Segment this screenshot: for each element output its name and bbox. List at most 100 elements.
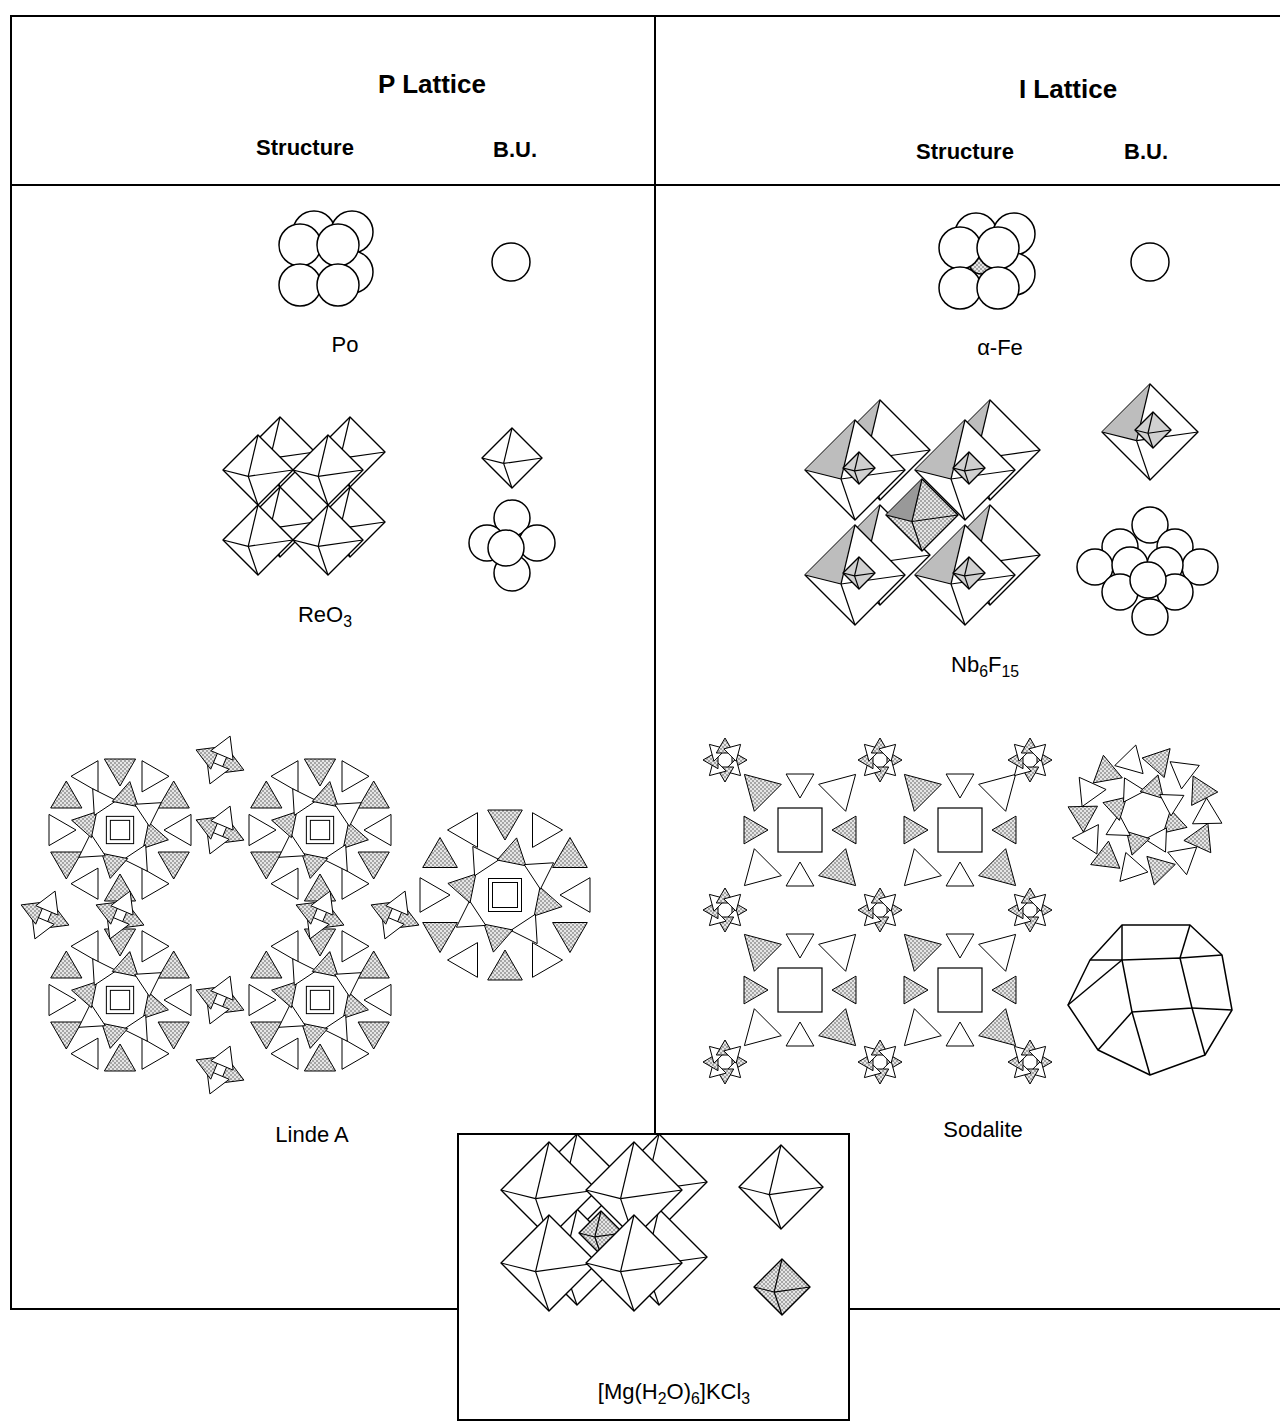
tetrahedron <box>304 759 335 786</box>
octahedron-edge <box>953 573 965 576</box>
tetrahedron <box>71 868 98 899</box>
tetrahedron <box>358 1022 389 1049</box>
tetrahedron <box>456 901 485 927</box>
octahedron-edge <box>843 573 855 576</box>
tetrahedron <box>1029 1046 1046 1063</box>
tetrahedron <box>51 781 82 808</box>
tetrahedron <box>819 774 856 811</box>
small-octahedron-unit <box>754 1259 810 1315</box>
square-ring <box>938 968 982 1012</box>
octahedron <box>805 525 905 625</box>
octahedron-edge <box>951 584 965 625</box>
tetrahedron <box>946 934 974 958</box>
reo3-octahedron-unit <box>482 428 542 488</box>
tetrahedron <box>1029 894 1046 911</box>
octahedron-edge <box>912 479 922 521</box>
tetrahedron <box>272 812 297 838</box>
octahedron-edge <box>248 505 258 546</box>
octahedron-edge <box>536 1142 549 1199</box>
tetrahedron <box>1192 776 1218 805</box>
tetrahedron <box>251 951 282 978</box>
tetrahedron <box>488 950 523 980</box>
tetrahedron <box>724 744 741 761</box>
octahedron-edge <box>965 471 969 484</box>
tetrahedron <box>553 923 588 953</box>
tetrahedron <box>279 834 306 858</box>
tetrahedron <box>343 822 368 848</box>
tetrahedron <box>142 761 169 792</box>
octahedron-edge <box>501 1190 536 1199</box>
polyhedron-edge <box>1121 925 1123 960</box>
octahedron-edge <box>504 463 512 488</box>
tetrahedron <box>342 761 369 792</box>
truncated-octahedron <box>1068 925 1232 1075</box>
octahedron-edge <box>843 468 855 471</box>
octahedron-edge <box>223 540 248 546</box>
nb6f15-atom-unit <box>1077 507 1218 635</box>
structure-name: ReO3 <box>295 603 355 627</box>
octahedron-edge <box>1135 430 1148 433</box>
tetrahedron <box>72 982 97 1008</box>
tetrahedron <box>279 1004 306 1028</box>
octahedron-edge <box>248 470 293 476</box>
panel-heading: [Mg(H2O)6]KCl3 <box>598 1380 750 1404</box>
tetrahedron <box>304 1044 335 1071</box>
tetrahedron <box>342 868 369 899</box>
tetrahedron <box>158 781 189 808</box>
tetrahedron <box>112 952 138 977</box>
tetrahedron <box>904 849 941 886</box>
tetrahedron <box>904 774 941 811</box>
tetrahedron <box>423 838 458 868</box>
header-rule <box>10 184 1280 186</box>
tetrahedron <box>1120 853 1148 882</box>
tetrahedron <box>324 845 348 872</box>
octahedron-edge <box>855 452 859 471</box>
compound-box: [Mg(H2O)6]KCl3 <box>457 1133 850 1421</box>
tetrahedron <box>786 1022 814 1046</box>
square-ring <box>306 816 333 843</box>
tetrahedron <box>211 736 233 760</box>
tetrahedron <box>111 891 133 915</box>
atom-circle <box>1130 562 1166 598</box>
octahedron-edge <box>248 476 258 505</box>
octahedron-edge <box>1148 433 1153 448</box>
tetrahedron <box>1142 749 1170 778</box>
octahedron-edge <box>965 468 985 471</box>
po-structure <box>279 211 373 306</box>
tetrahedron <box>293 959 317 986</box>
subscript: 3 <box>741 1390 750 1407</box>
square-ring <box>106 816 133 843</box>
tetrahedron <box>36 891 58 915</box>
tetrahedron <box>497 838 526 866</box>
tetrahedron <box>744 849 781 886</box>
tetrahedron <box>102 853 128 878</box>
tetrahedron <box>104 759 135 786</box>
octahedron-edge <box>536 1272 549 1311</box>
tetrahedron <box>364 984 391 1015</box>
tetrahedron <box>312 782 338 807</box>
octahedron <box>843 452 875 484</box>
tetrahedron <box>946 774 974 798</box>
tetrahedron <box>786 934 814 958</box>
tetrahedron <box>158 852 189 879</box>
tetrahedron <box>744 976 768 1004</box>
tetrahedron <box>211 976 233 1000</box>
tetrahedron <box>832 816 856 844</box>
lattice-panel: P Lattice <box>10 15 656 1310</box>
octahedron-edge <box>248 435 258 476</box>
tetrahedron <box>51 951 82 978</box>
octahedron-edge <box>293 470 318 476</box>
octahedron-edge <box>504 428 512 463</box>
tetrahedron <box>71 931 98 962</box>
tetrahedron <box>79 1004 106 1028</box>
subscript: 15 <box>1001 663 1019 680</box>
tetrahedron <box>786 774 814 798</box>
octahedron <box>739 1145 823 1229</box>
octahedron-edge <box>621 1215 634 1272</box>
octahedron-edge <box>805 575 841 584</box>
octahedron <box>805 420 905 520</box>
tetrahedron <box>49 984 76 1015</box>
polyhedron-outline <box>1068 925 1232 1075</box>
tetrahedron <box>819 934 856 971</box>
tetrahedron <box>302 1023 328 1048</box>
